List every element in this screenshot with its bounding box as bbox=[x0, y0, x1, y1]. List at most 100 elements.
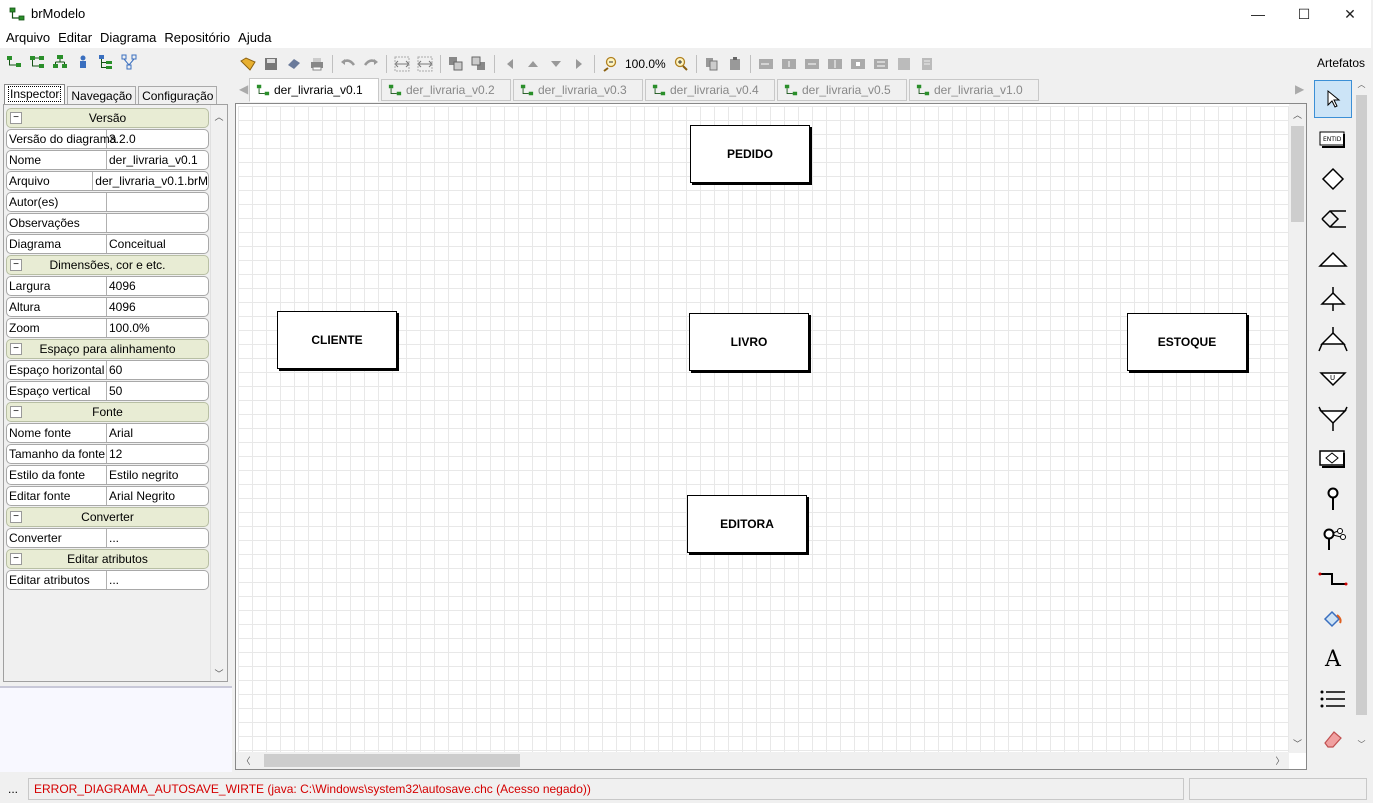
collapse-icon[interactable]: − bbox=[10, 343, 22, 355]
align-left-icon[interactable] bbox=[500, 54, 520, 74]
entity-cliente[interactable]: CLIENTE bbox=[277, 311, 397, 369]
expand-vertical-icon[interactable] bbox=[415, 54, 435, 74]
canvas-vertical-scrollbar[interactable]: ︿ ﹀ bbox=[1289, 104, 1306, 753]
composite-attribute-tool-icon[interactable] bbox=[1314, 520, 1352, 558]
paste-icon[interactable] bbox=[725, 54, 745, 74]
redo-icon[interactable] bbox=[361, 54, 381, 74]
property-value[interactable]: 4096 bbox=[109, 279, 136, 293]
document-tab[interactable]: der_livraria_v0.4 bbox=[645, 79, 775, 101]
pointer-tool-icon[interactable] bbox=[1314, 80, 1352, 118]
distribute-vertical-icon[interactable] bbox=[871, 54, 891, 74]
tabs-scroll-left-icon[interactable]: ◀ bbox=[239, 82, 249, 96]
zoom-out-icon[interactable] bbox=[600, 54, 620, 74]
specialization-single-tool-icon[interactable] bbox=[1314, 280, 1352, 318]
property-value[interactable]: Arial Negrito bbox=[109, 489, 176, 503]
tree-expand-icon[interactable] bbox=[27, 52, 47, 72]
diagram-canvas[interactable]: PEDIDO CLIENTE LIVRO ESTOQUE EDITORA bbox=[238, 106, 1289, 753]
inspector-section[interactable]: −Dimensões, cor e etc. bbox=[6, 255, 209, 275]
tabs-scroll-right-icon[interactable]: ▶ bbox=[1295, 82, 1305, 96]
menu-repositorio[interactable]: Repositório bbox=[164, 30, 231, 45]
menu-diagrama[interactable]: Diagrama bbox=[100, 30, 157, 45]
self-relationship-tool-icon[interactable] bbox=[1314, 440, 1352, 478]
entity-livro[interactable]: LIVRO bbox=[689, 313, 809, 371]
person-icon[interactable] bbox=[73, 52, 93, 72]
save-as-icon[interactable] bbox=[284, 54, 304, 74]
bring-front-icon[interactable] bbox=[446, 54, 466, 74]
menu-ajuda[interactable]: Ajuda bbox=[238, 30, 272, 45]
status-menu-button[interactable]: ... bbox=[7, 782, 18, 796]
property-value[interactable]: Arial bbox=[109, 426, 134, 440]
specialization-multi-tool-icon[interactable] bbox=[1314, 320, 1352, 358]
scroll-down-icon[interactable]: ﹀ bbox=[214, 668, 224, 679]
property-value[interactable] bbox=[107, 193, 208, 211]
list-tool-icon[interactable] bbox=[1314, 680, 1352, 718]
inspector-section[interactable]: −Converter bbox=[6, 507, 209, 527]
document-tab[interactable]: der_livraria_v0.5 bbox=[777, 79, 907, 101]
palette-scrollbar[interactable]: ︿ ﹀ bbox=[1354, 75, 1369, 767]
document-tab[interactable]: der_livraria_v0.1 bbox=[249, 78, 379, 102]
property-value[interactable]: 4096 bbox=[109, 300, 136, 314]
inspector-scrollbar[interactable]: ︿ ﹀ bbox=[210, 105, 227, 681]
property-value[interactable]: 12 bbox=[109, 447, 123, 461]
property-value[interactable]: 60 bbox=[109, 363, 123, 377]
property-value[interactable]: ... bbox=[109, 573, 120, 587]
zoom-in-icon[interactable] bbox=[671, 54, 691, 74]
document-tab[interactable]: der_livraria_v1.0 bbox=[909, 79, 1039, 101]
horizontal-scroll-thumb[interactable] bbox=[264, 754, 520, 767]
property-value[interactable] bbox=[107, 214, 208, 232]
align-objects-left-icon[interactable] bbox=[756, 54, 776, 74]
paint-tool-icon[interactable] bbox=[1314, 600, 1352, 638]
collapse-icon[interactable]: − bbox=[10, 553, 22, 565]
property-value[interactable]: der_livraria_v0.1.brM bbox=[95, 174, 208, 188]
relationship-tool-icon[interactable] bbox=[1314, 160, 1352, 198]
menu-editar[interactable]: Editar bbox=[58, 30, 93, 45]
scroll-down-icon[interactable]: ﹀ bbox=[1357, 739, 1366, 749]
property-value[interactable]: ... bbox=[109, 531, 120, 545]
property-value[interactable]: 3.2.0 bbox=[109, 132, 136, 146]
align-right-icon[interactable] bbox=[569, 54, 589, 74]
align-bottom-icon[interactable] bbox=[546, 54, 566, 74]
menu-arquivo[interactable]: Arquivo bbox=[6, 30, 51, 45]
align-top-icon[interactable] bbox=[523, 54, 543, 74]
inspector-section[interactable]: −Editar atributos bbox=[6, 549, 209, 569]
align-objects-top-icon[interactable] bbox=[779, 54, 799, 74]
undo-icon[interactable] bbox=[338, 54, 358, 74]
print-icon[interactable] bbox=[307, 54, 327, 74]
entity-editora[interactable]: EDITORA bbox=[687, 495, 807, 553]
eraser-tool-icon[interactable] bbox=[1314, 720, 1352, 758]
grid-icon[interactable] bbox=[894, 54, 914, 74]
entity-pedido[interactable]: PEDIDO bbox=[690, 125, 810, 183]
collapse-icon[interactable]: − bbox=[10, 511, 22, 523]
collapse-icon[interactable]: − bbox=[10, 406, 22, 418]
property-value[interactable]: der_livraria_v0.1 bbox=[109, 153, 198, 167]
inspector-section[interactable]: −Versão bbox=[6, 108, 209, 128]
scroll-right-icon[interactable]: 〉 bbox=[1275, 756, 1285, 766]
property-value[interactable]: 50 bbox=[109, 384, 123, 398]
network-icon[interactable] bbox=[119, 52, 139, 72]
associative-entity-tool-icon[interactable] bbox=[1314, 200, 1352, 238]
scroll-up-icon[interactable]: ︿ bbox=[1292, 109, 1302, 120]
page-icon[interactable] bbox=[917, 54, 937, 74]
tab-inspector[interactable]: Inspector bbox=[4, 84, 66, 105]
scroll-left-icon[interactable]: 〈 bbox=[241, 756, 251, 766]
panel-splitter[interactable] bbox=[232, 50, 235, 772]
text-tool-icon[interactable]: A bbox=[1314, 640, 1352, 678]
maximize-button[interactable]: ☐ bbox=[1297, 5, 1311, 22]
scroll-up-icon[interactable]: ︿ bbox=[214, 111, 224, 122]
minimize-button[interactable]: — bbox=[1251, 6, 1265, 22]
tab-navegacao[interactable]: Navegação bbox=[67, 86, 137, 105]
specialization-tool-icon[interactable] bbox=[1314, 240, 1352, 278]
inspector-section[interactable]: −Espaço para alinhamento bbox=[6, 339, 209, 359]
tab-configuracao[interactable]: Configuração bbox=[138, 86, 218, 105]
entity-tool-icon[interactable]: ENTID bbox=[1314, 120, 1352, 158]
tree-icon[interactable] bbox=[4, 52, 24, 72]
vertical-scroll-thumb[interactable] bbox=[1291, 126, 1304, 222]
close-button[interactable]: ✕ bbox=[1344, 5, 1356, 22]
specialization-optional-tool-icon[interactable] bbox=[1314, 400, 1352, 438]
canvas-horizontal-scrollbar[interactable]: 〈 〉 bbox=[236, 752, 1289, 769]
align-objects-center-icon[interactable] bbox=[802, 54, 822, 74]
document-tab[interactable]: der_livraria_v0.2 bbox=[381, 79, 511, 101]
tree-hierarchy-icon[interactable] bbox=[50, 52, 70, 72]
attribute-tool-icon[interactable] bbox=[1314, 480, 1352, 518]
send-back-icon[interactable] bbox=[469, 54, 489, 74]
